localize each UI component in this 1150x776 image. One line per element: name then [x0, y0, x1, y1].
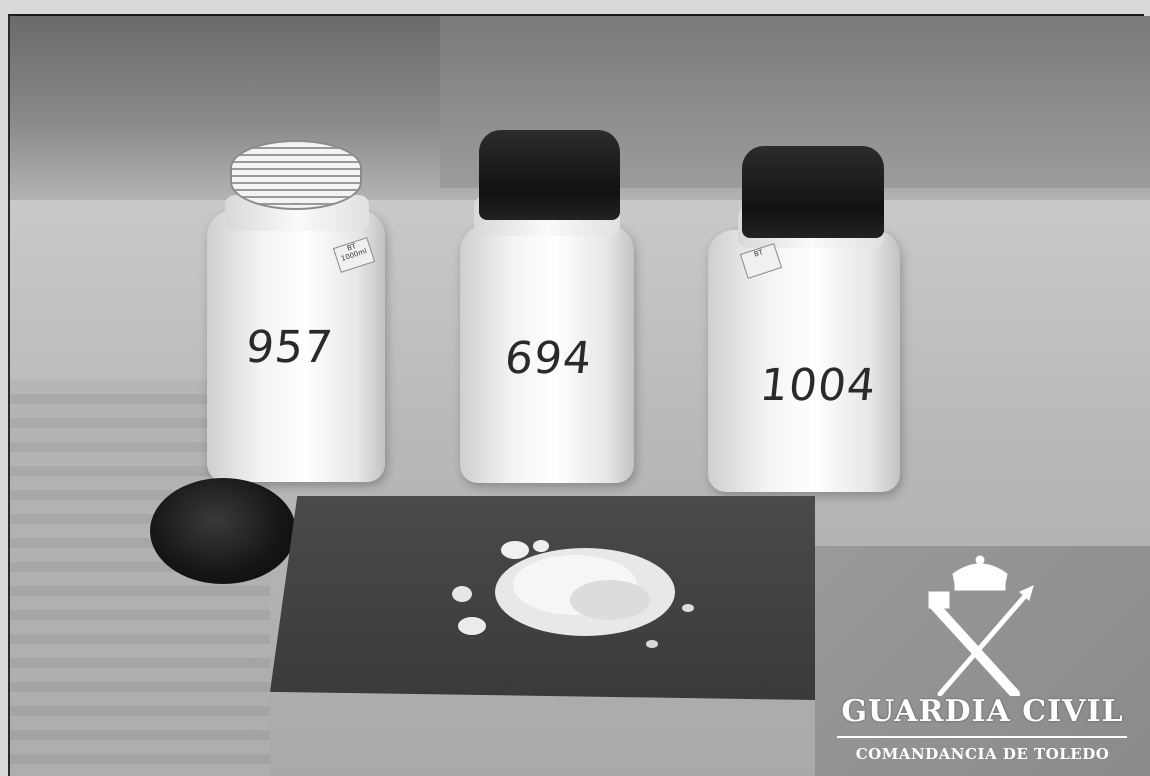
- photo-frame-edge: [8, 14, 1144, 776]
- crown-sword-fasces-icon: [928, 555, 1034, 696]
- emblem-title: GUARDIA CIVIL: [841, 694, 1124, 729]
- guardia-civil-emblem: GUARDIA CIVIL COMANDANCIA DE TOLEDO: [815, 546, 1150, 776]
- jar-cap: [479, 130, 620, 220]
- emblem-divider: [837, 736, 1127, 738]
- emblem-subtitle: COMANDANCIA DE TOLEDO: [855, 745, 1110, 763]
- jar-cap: [742, 146, 884, 238]
- loose-black-cap: [150, 478, 296, 584]
